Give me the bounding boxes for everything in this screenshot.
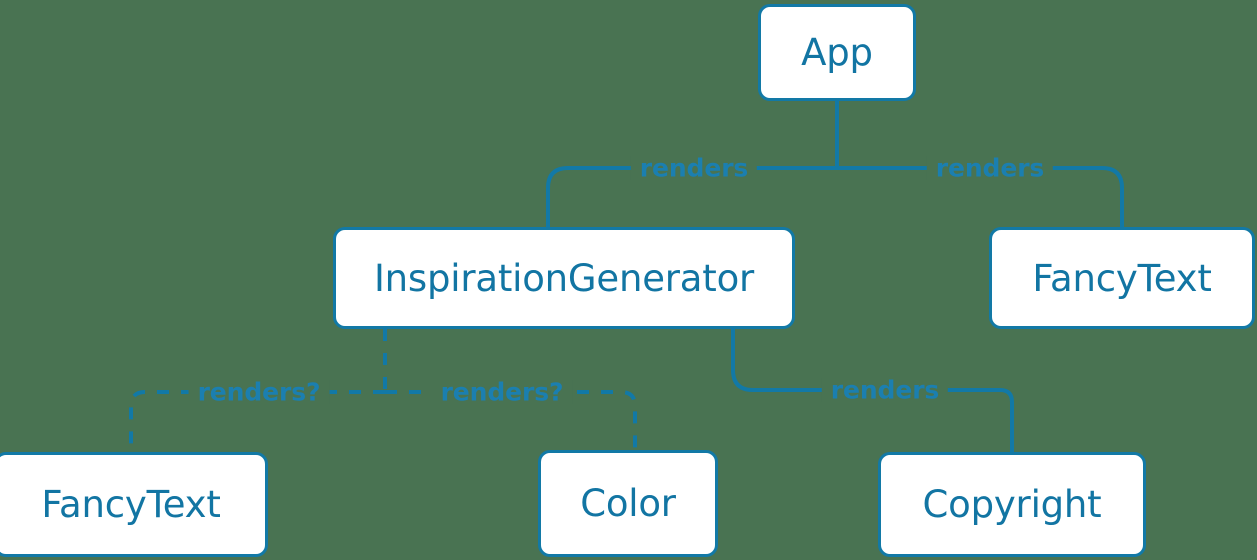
edge-app-to-inspirationgenerator [546, 166, 837, 227]
node-fancytext-top-label: FancyText [1032, 256, 1212, 300]
node-color-label: Color [580, 482, 676, 525]
edge-app-to-fancytext [837, 166, 1124, 227]
edge-label-app-to-inspirationgenerator: renders [630, 155, 758, 181]
node-inspirationgenerator-label: InspirationGenerator [373, 256, 755, 300]
node-app-label: App [801, 31, 873, 74]
edge-inspirationgenerator-to-color [385, 390, 637, 450]
node-color[interactable]: Color [538, 450, 718, 557]
node-fancytext-top[interactable]: FancyText [989, 227, 1255, 329]
edge-label-inspirationgenerator-to-fancytext: renders? [188, 379, 330, 405]
node-inspirationgenerator[interactable]: InspirationGenerator [333, 227, 795, 329]
edge-label-inspirationgenerator-to-color: renders? [431, 379, 573, 405]
node-fancytext-bottom-label: FancyText [41, 483, 221, 526]
edge-label-inspirationgenerator-to-copyright: renders [821, 377, 949, 403]
node-app[interactable]: App [758, 4, 916, 101]
edge-inspirationgenerator-to-fancytext [129, 390, 385, 452]
node-fancytext-bottom[interactable]: FancyText [0, 452, 268, 557]
node-copyright[interactable]: Copyright [878, 452, 1146, 557]
edge-label-app-to-fancytext: renders [926, 155, 1054, 181]
node-copyright-label: Copyright [922, 483, 1102, 526]
